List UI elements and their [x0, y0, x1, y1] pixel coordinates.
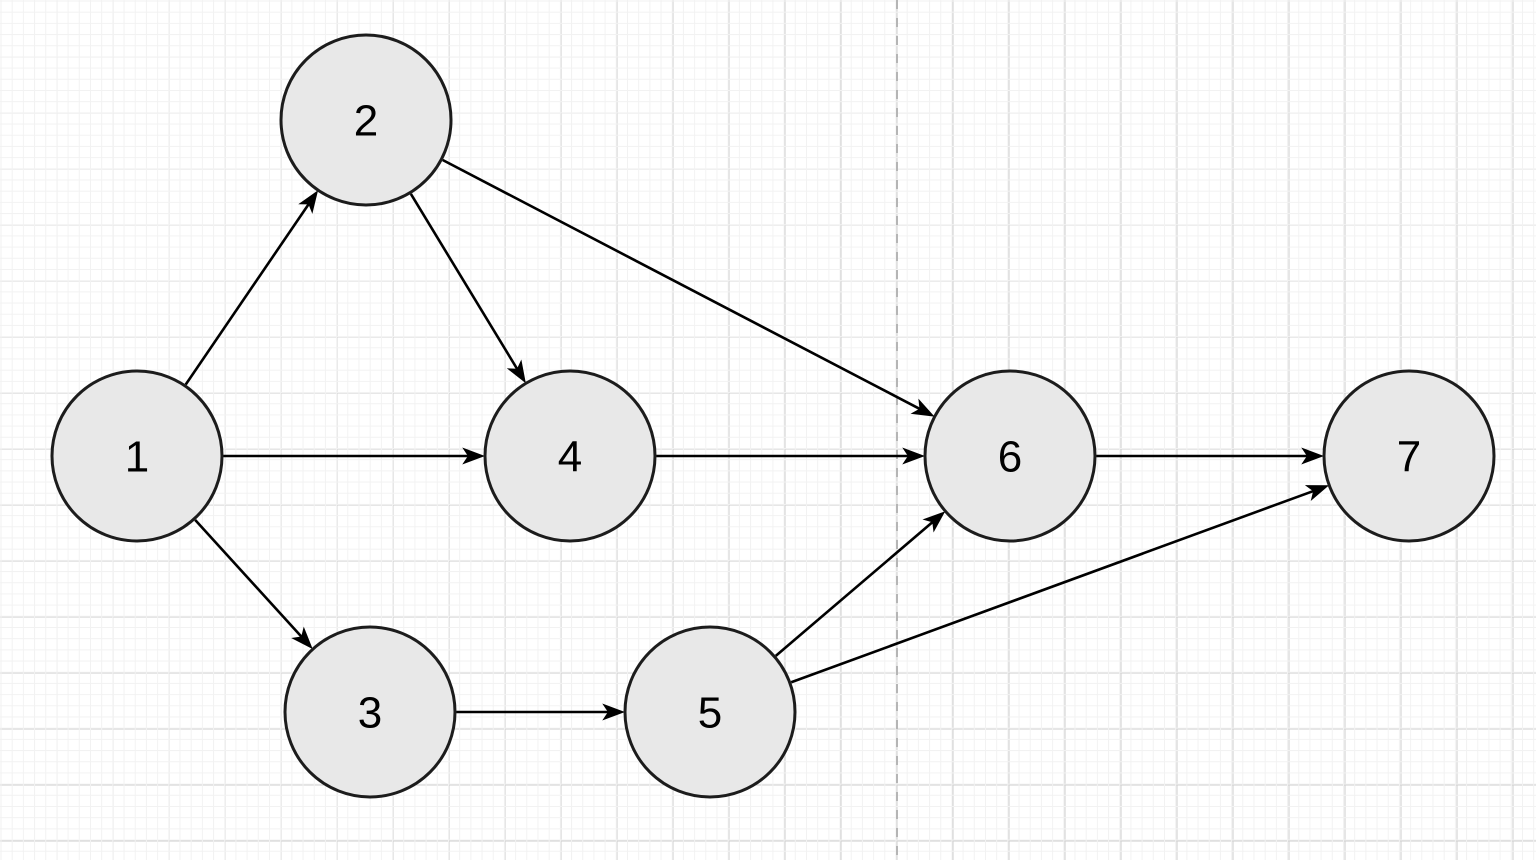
edge-5-to-6[interactable]: [774, 511, 946, 657]
arrowhead-icon: [1304, 485, 1330, 502]
node-layer: 1 2 3 4 5 6 7: [50, 33, 1496, 799]
edge-line[interactable]: [442, 158, 921, 411]
edge-1-to-4[interactable]: [223, 447, 485, 465]
node-circle[interactable]: [50, 369, 224, 543]
node-label: 6: [998, 433, 1022, 482]
node-label: 4: [558, 433, 582, 482]
node-circle[interactable]: [279, 33, 453, 207]
edge-5-to-7[interactable]: [790, 485, 1330, 684]
edge-4-to-6[interactable]: [656, 447, 925, 465]
edge-line[interactable]: [194, 519, 303, 638]
node-label: 7: [1397, 433, 1421, 482]
arrowhead-icon: [506, 359, 526, 384]
edge-line[interactable]: [790, 489, 1315, 684]
node-circle[interactable]: [483, 369, 657, 543]
edge-line[interactable]: [774, 520, 934, 657]
edge-line[interactable]: [409, 193, 519, 370]
edge-6-to-7[interactable]: [1096, 447, 1324, 465]
graph-node-2[interactable]: 2: [279, 33, 453, 207]
edge-2-to-6[interactable]: [442, 158, 935, 417]
arrowhead-icon: [902, 447, 925, 465]
arrowhead-icon: [291, 626, 313, 650]
edge-layer: [184, 158, 1330, 721]
node-label: 1: [125, 433, 149, 482]
graph-node-4[interactable]: 4: [483, 369, 657, 543]
graph-node-3[interactable]: 3: [283, 625, 457, 799]
graph-node-1[interactable]: 1: [50, 369, 224, 543]
node-label: 5: [698, 689, 722, 738]
edge-2-to-4[interactable]: [409, 193, 526, 384]
graph-node-6[interactable]: 6: [923, 369, 1097, 543]
edge-1-to-2[interactable]: [184, 190, 319, 386]
node-label: 3: [358, 689, 382, 738]
graph-node-5[interactable]: 5: [623, 625, 797, 799]
arrowhead-icon: [602, 703, 625, 721]
arrowhead-icon: [462, 447, 485, 465]
graph-node-7[interactable]: 7: [1322, 369, 1496, 543]
node-circle[interactable]: [623, 625, 797, 799]
arrowhead-icon: [910, 398, 935, 417]
arrowhead-icon: [298, 190, 319, 214]
node-circle[interactable]: [923, 369, 1097, 543]
edge-3-to-5[interactable]: [456, 703, 625, 721]
node-circle[interactable]: [283, 625, 457, 799]
node-circle[interactable]: [1322, 369, 1496, 543]
edge-line[interactable]: [184, 203, 310, 386]
arrowhead-icon: [1301, 447, 1324, 465]
arrowhead-icon: [922, 511, 946, 533]
edge-1-to-3[interactable]: [194, 519, 313, 650]
node-label: 2: [354, 97, 378, 146]
